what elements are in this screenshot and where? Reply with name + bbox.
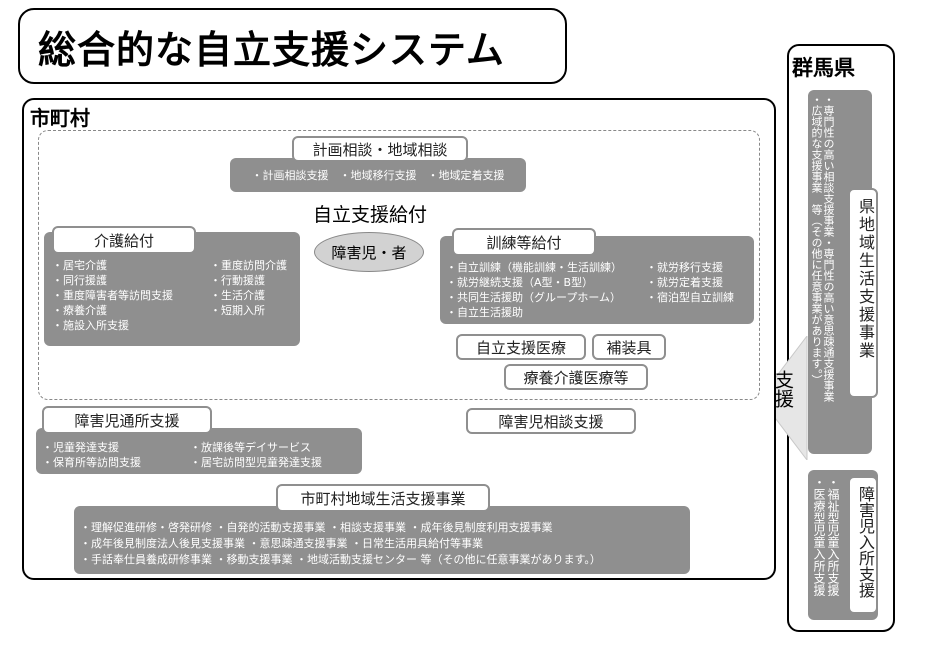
pref-child-facility-title-box: 障害児入所支援 <box>848 476 878 614</box>
local-support-items-box: ・理解促進研修・啓発研修 ・自発的活動支援事業 ・相談支援事業 ・成年後見制度利… <box>74 506 690 574</box>
training-title: 訓練等給付 <box>452 228 596 256</box>
planning-title: 計画相談・地域相談 <box>292 136 468 162</box>
child-daycare-col1: ・児童発達支援 ・保育所等訪問支援 <box>42 441 141 469</box>
child-daycare-title: 障害児通所支援 <box>42 406 212 434</box>
care-col1: ・居宅介護 ・同行援護 ・重度障害者等訪問支援 ・療養介護 ・施設入所支援 <box>52 259 173 332</box>
prefecture-title: 群馬県 <box>792 56 855 80</box>
municipality-title: 市町村 <box>30 106 90 130</box>
center-title: 自立支援給付 <box>312 204 427 226</box>
support-arrow-label: 支援 <box>772 370 794 408</box>
support-arrow-shape <box>760 336 808 460</box>
training-col2: ・就労移行支援 ・就労定着支援 ・宿泊型自立訓練 <box>646 261 734 304</box>
pref-area-support-desc: ・専門性の高い相談支援事業・専門性の高い意思疎通支援事業 ・広域的な支援事業 等… <box>810 94 835 402</box>
pref-area-support-title-box: 県地域生活支援事業 <box>848 188 878 398</box>
planning-items: ・計画相談支援 ・地域移行支援 ・地域定着支援 <box>251 169 505 182</box>
pref-area-support-title: 県地域生活支援事業 <box>856 198 875 360</box>
medical-care-box: 療養介護医療等 <box>504 364 648 390</box>
pref-child-facility-items: ・福祉型児童入所支援 ・医療型児童入所支援 <box>812 476 840 596</box>
title-box: 総合的な自立支援システム <box>18 8 567 84</box>
child-consult-box: 障害児相談支援 <box>466 408 636 434</box>
training-col1: ・自立訓練（機能訓練・生活訓練） ・就労継続支援（A型・B型） ・共同生活援助（… <box>446 261 622 319</box>
care-col2: ・重度訪問介護 ・行動援護 ・生活介護 ・短期入所 <box>210 259 287 317</box>
child-daycare-col2: ・放課後等デイサービス ・居宅訪問型児童発達支援 <box>190 441 322 469</box>
pref-area-support-box: ・専門性の高い相談支援事業・専門性の高い意思疎通支援事業 ・広域的な支援事業 等… <box>808 90 872 454</box>
devices-box: 補装具 <box>592 334 666 360</box>
child-daycare-items-box: ・児童発達支援 ・保育所等訪問支援 ・放課後等デイサービス ・居宅訪問型児童発達… <box>36 428 362 474</box>
center-ellipse: 障害児・者 <box>314 232 424 272</box>
care-title: 介護給付 <box>52 226 196 254</box>
local-support-items: ・理解促進研修・啓発研修 ・自発的活動支援事業 ・相談支援事業 ・成年後見制度利… <box>80 521 601 566</box>
local-support-title: 市町村地域生活支援事業 <box>276 484 490 512</box>
pref-child-facility-title: 障害児入所支援 <box>856 486 875 598</box>
planning-items-box: ・計画相談支援 ・地域移行支援 ・地域定着支援 <box>230 158 526 192</box>
support-benefits-frame <box>38 130 760 400</box>
page-title: 総合的な自立支援システム <box>38 27 505 72</box>
medical-box: 自立支援医療 <box>456 334 586 360</box>
